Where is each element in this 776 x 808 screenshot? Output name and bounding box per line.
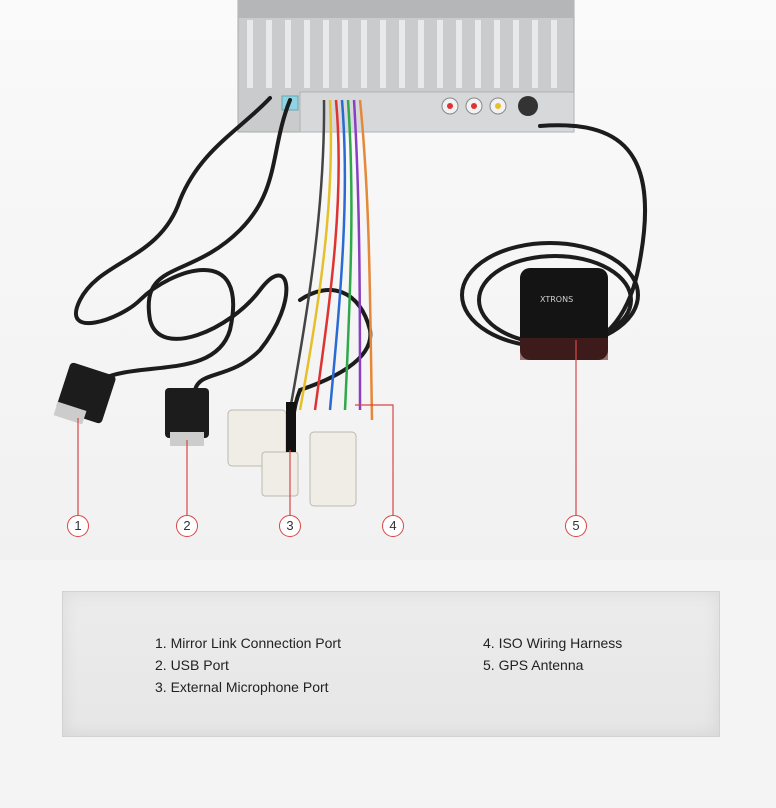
callout-marker-5: 5 xyxy=(565,515,587,537)
legend-item-microphone-port: 3. External Microphone Port xyxy=(155,679,329,695)
callout-marker-1: 1 xyxy=(67,515,89,537)
legend-item-iso-harness: 4. ISO Wiring Harness xyxy=(483,635,623,651)
product-photo: XTRONS 1 2 3 4 5 xyxy=(0,0,776,560)
callout-marker-4: 4 xyxy=(382,515,404,537)
product-illustration: XTRONS xyxy=(53,0,648,516)
legend-panel: 1. Mirror Link Connection Port 2. USB Po… xyxy=(62,591,720,737)
head-unit xyxy=(237,0,575,133)
legend-item-mirror-link: 1. Mirror Link Connection Port xyxy=(155,635,341,651)
callout-marker-2: 2 xyxy=(176,515,198,537)
legend-column-right: 4. ISO Wiring Harness 5. GPS Antenna xyxy=(483,632,622,676)
legend-item-usb-port: 2. USB Port xyxy=(155,657,229,673)
callout-marker-3: 3 xyxy=(279,515,301,537)
microphone-jack xyxy=(286,402,296,452)
usb-connector-1 xyxy=(53,362,116,425)
legend-column-left: 1. Mirror Link Connection Port 2. USB Po… xyxy=(155,632,341,698)
leader-lines xyxy=(77,340,577,516)
usb-connector-2 xyxy=(165,388,209,446)
iso-wires xyxy=(288,99,374,421)
legend-item-gps-antenna: 5. GPS Antenna xyxy=(483,657,584,673)
gps-antenna: XTRONS xyxy=(520,268,608,360)
antenna-logo-text: XTRONS xyxy=(540,295,573,304)
